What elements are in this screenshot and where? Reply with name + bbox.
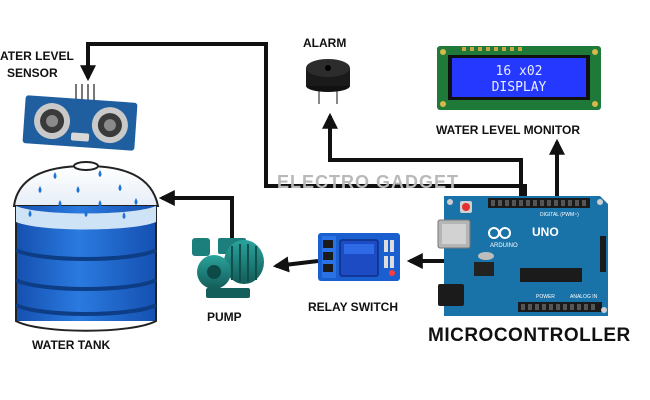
board-analog-label: ANALOG IN — [570, 294, 598, 300]
alarm-label: ALARM — [303, 36, 347, 50]
buzzer-icon — [306, 59, 350, 104]
ultrasonic-sensor-icon — [22, 84, 138, 151]
arrow-pump-to-tank — [158, 190, 234, 238]
lcd-line-1: 16 x02 — [496, 64, 543, 79]
monitor-label: WATER LEVEL MONITOR — [436, 123, 581, 137]
arrow-relay-to-pump — [272, 256, 319, 273]
arrow-board-to-sensor — [80, 42, 527, 196]
tank-label: WATER TANK — [32, 338, 111, 352]
board-arduino-label: ARDUINO — [490, 243, 518, 249]
pump-label: PUMP — [207, 310, 242, 324]
lcd-display-icon: 16 x02 DISPLAY — [437, 46, 601, 110]
connections — [80, 42, 565, 273]
microcontroller-label: MICROCONTROLLER — [428, 325, 631, 346]
watermark: ELECTRO GADGET — [277, 172, 460, 192]
relay-module-icon — [318, 233, 400, 281]
pump-icon — [192, 238, 264, 298]
lcd-line-2: DISPLAY — [492, 80, 547, 95]
board-power-label: POWER — [536, 294, 555, 300]
sensor-label-line2: SENSOR — [7, 66, 58, 80]
board-uno-label: UNO — [532, 225, 559, 239]
relay-label: RELAY SWITCH — [308, 300, 399, 314]
arduino-board-icon: UNO ARDUINO DIGITAL (PWM~) POWER ANALOG … — [437, 196, 608, 316]
water-tank-icon — [12, 161, 160, 332]
sensor-label-line1: ATER LEVEL — [0, 49, 74, 63]
board-digital-label: DIGITAL (PWM~) — [540, 212, 579, 218]
arrow-board-to-alarm — [322, 112, 523, 196]
